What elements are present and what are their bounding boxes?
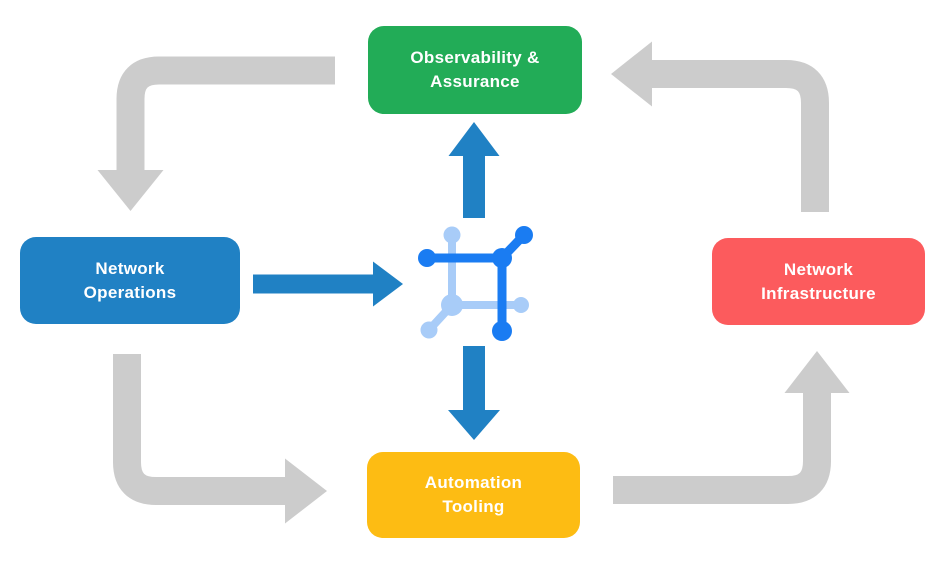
node-label: Observability & Assurance: [410, 48, 540, 91]
arrow-head: [784, 351, 850, 393]
node-automation-tooling: Automation Tooling: [367, 452, 580, 538]
node-label: Network Operations: [83, 258, 177, 302]
arrow-shaft: [113, 354, 286, 505]
arrow-head: [285, 458, 327, 524]
arrow-automation-to-infrastructure: [613, 351, 850, 504]
arrow-head: [97, 170, 164, 211]
arrow-center-to-automation: [448, 346, 500, 440]
icon-dark-strokes: [418, 226, 533, 341]
arrow-shaft: [651, 60, 829, 212]
node-label: Network Infrastructure: [761, 259, 876, 303]
icon-light-strokes: [420, 226, 529, 339]
arrow-head: [448, 410, 500, 440]
arrow-infrastructure-to-observability: [611, 41, 829, 212]
node-label: Automation Tooling: [424, 473, 523, 516]
node-network-infrastructure: Network Infrastructure: [712, 238, 925, 325]
arrow-head: [373, 261, 403, 307]
network-fabric-icon: [418, 226, 533, 341]
arrow-operations-to-automation: [113, 354, 327, 524]
arrow-head: [448, 122, 500, 156]
arrow-shaft: [613, 392, 831, 504]
arrow-center-to-observability: [448, 122, 500, 218]
node-observability-assurance: Observability & Assurance: [368, 26, 582, 114]
arrow-operations-to-center: [253, 261, 403, 307]
node-network-operations: Network Operations: [20, 237, 240, 324]
arrow-head: [611, 41, 652, 107]
arrow-observability-to-operations: [97, 56, 335, 211]
arrow-shaft: [116, 56, 335, 171]
